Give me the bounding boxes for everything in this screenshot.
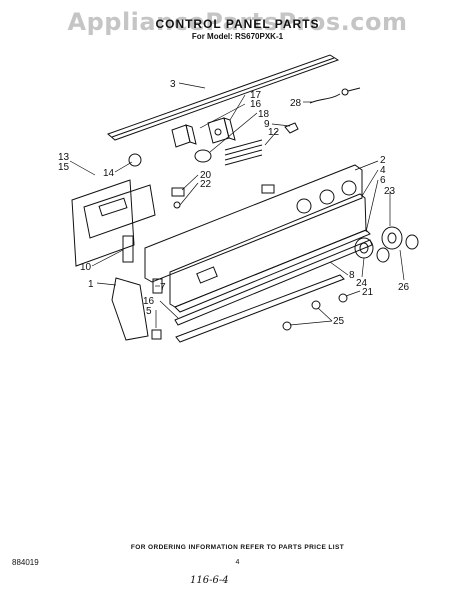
callout-16: 16 <box>143 296 155 307</box>
page-number: 4 <box>235 559 240 566</box>
callout-19: 18 <box>258 109 270 120</box>
callout-13: 13 <box>58 152 70 163</box>
part-17-switch <box>207 117 236 144</box>
callout-17: 16 <box>250 99 262 110</box>
ordering-info: FOR ORDERING INFORMATION REFER TO PARTS … <box>130 544 345 551</box>
callout-2: 2 <box>380 155 386 166</box>
callout-18: 17 <box>250 90 262 101</box>
part-13-bracket <box>71 179 135 267</box>
leader-lines <box>69 82 405 328</box>
callout-7: 8 <box>349 270 355 281</box>
part-2-control-panel <box>144 164 363 283</box>
callout-15: 15 <box>58 162 70 173</box>
callout-3: 3 <box>170 79 176 90</box>
part-26-nut <box>282 321 292 331</box>
part-7-strip <box>174 239 373 326</box>
model-number: For Model: RS670PXK-1 <box>191 32 284 41</box>
callout-1: 1 <box>88 279 94 290</box>
part-20-connector <box>171 187 185 197</box>
part-9-bracket <box>284 122 299 134</box>
part-22-connector <box>173 201 181 209</box>
handwritten-note: 116-6-4 <box>190 575 229 586</box>
callout-20: 20 <box>200 170 212 181</box>
document-number: 884019 <box>12 558 39 567</box>
callout-28: 28 <box>290 98 302 109</box>
callout-9: 9 <box>264 119 270 130</box>
part-5-clip <box>151 329 162 340</box>
part-18-switch <box>171 124 197 148</box>
callout-5: 5 <box>146 306 152 317</box>
part-28-sensor <box>309 87 361 104</box>
part-6-strip <box>174 229 371 313</box>
part-25-knob-cap <box>376 234 419 263</box>
part-4-panel <box>169 193 367 308</box>
part-drawings <box>69 54 419 343</box>
part-1-end-cap <box>111 277 149 341</box>
callout-6: 6 <box>380 175 386 186</box>
callout-labels: 3 28 17 16 18 9 12 13 15 14 20 22 2 4 6 … <box>58 79 410 327</box>
part-14-clock <box>83 184 156 239</box>
watermark: AppliancePartsPros.com <box>67 8 408 36</box>
callout-14: 14 <box>103 168 115 179</box>
part-15-knob <box>128 153 142 167</box>
part-19-ring <box>194 149 212 163</box>
callout-23: 23 <box>384 186 396 197</box>
diagram-title: CONTROL PANEL PARTS <box>155 17 320 31</box>
callout-26: 25 <box>333 316 345 327</box>
callout-24: 24 <box>356 278 368 289</box>
part-3-trim-strip <box>107 54 340 141</box>
part-26-nut <box>311 300 321 310</box>
part-21-nut <box>338 293 348 303</box>
part-16-bottom-strip <box>175 274 345 343</box>
callout-4: 4 <box>380 165 386 176</box>
part-8-clip <box>152 278 163 294</box>
callout-12: 12 <box>268 127 280 138</box>
callout-10: 10 <box>80 262 92 273</box>
callout-25: 26 <box>398 282 410 293</box>
callout-21: 21 <box>362 287 374 298</box>
part-10-bracket <box>122 235 134 263</box>
part-12-wire-bundle <box>224 139 263 166</box>
callout-8: 7 <box>160 282 166 293</box>
callout-22: 22 <box>200 179 212 190</box>
part-23-knob <box>381 226 403 250</box>
